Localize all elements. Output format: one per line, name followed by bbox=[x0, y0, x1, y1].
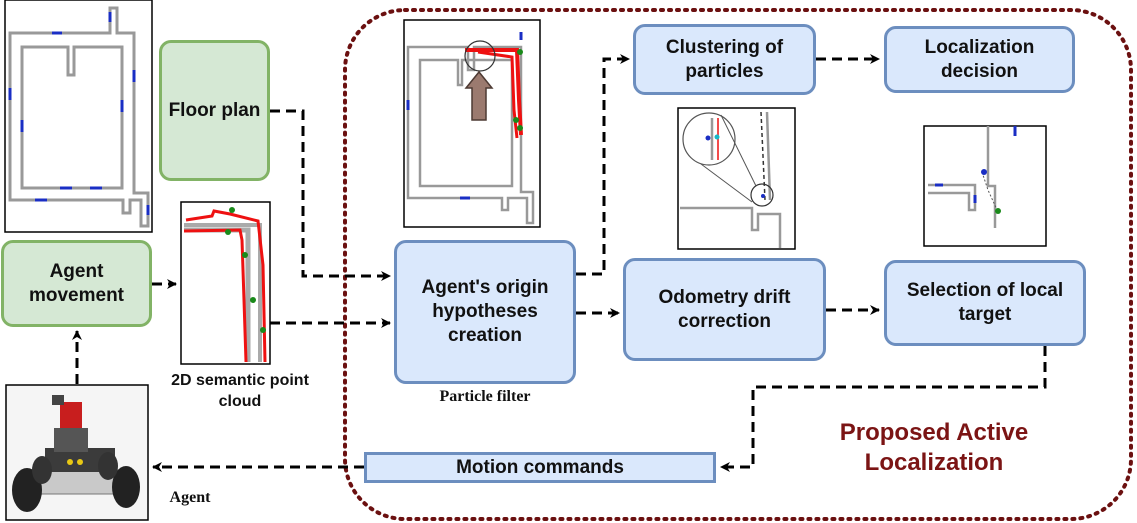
clustering-node: Clustering of particles bbox=[633, 24, 816, 95]
floor-plan-map-image bbox=[4, 0, 153, 233]
point-cloud-label: 2D semantic point cloud bbox=[171, 372, 309, 410]
agent-movement-node: Agent movement bbox=[1, 240, 152, 327]
arrow-hypotheses-to-clustering bbox=[576, 54, 630, 276]
agent-label: Agent bbox=[169, 489, 211, 506]
particle-filter-label: Particle filter bbox=[439, 388, 531, 405]
floor-plan-node: Floor plan bbox=[159, 40, 270, 181]
particle-filter-map-image bbox=[403, 19, 541, 228]
origin-hypotheses-node: Agent's origin hypotheses creation bbox=[394, 240, 576, 384]
proposed-region-border bbox=[343, 8, 1133, 521]
local-target-node: Selection of local target bbox=[884, 260, 1086, 346]
localization-decision-node: Localization decision bbox=[884, 26, 1075, 93]
odometry-correction-image bbox=[677, 107, 796, 250]
arrow-floor-plan-to-hypotheses bbox=[270, 109, 391, 281]
region-title: Proposed Active Localization bbox=[839, 419, 1029, 476]
local-target-image bbox=[923, 125, 1047, 247]
robot-agent-photo bbox=[5, 384, 149, 521]
motion-commands-node: Motion commands bbox=[364, 452, 716, 483]
arrow-local-target-to-motion bbox=[720, 346, 1047, 472]
semantic-point-cloud-image bbox=[180, 201, 271, 365]
odometry-drift-node: Odometry drift correction bbox=[623, 258, 826, 361]
